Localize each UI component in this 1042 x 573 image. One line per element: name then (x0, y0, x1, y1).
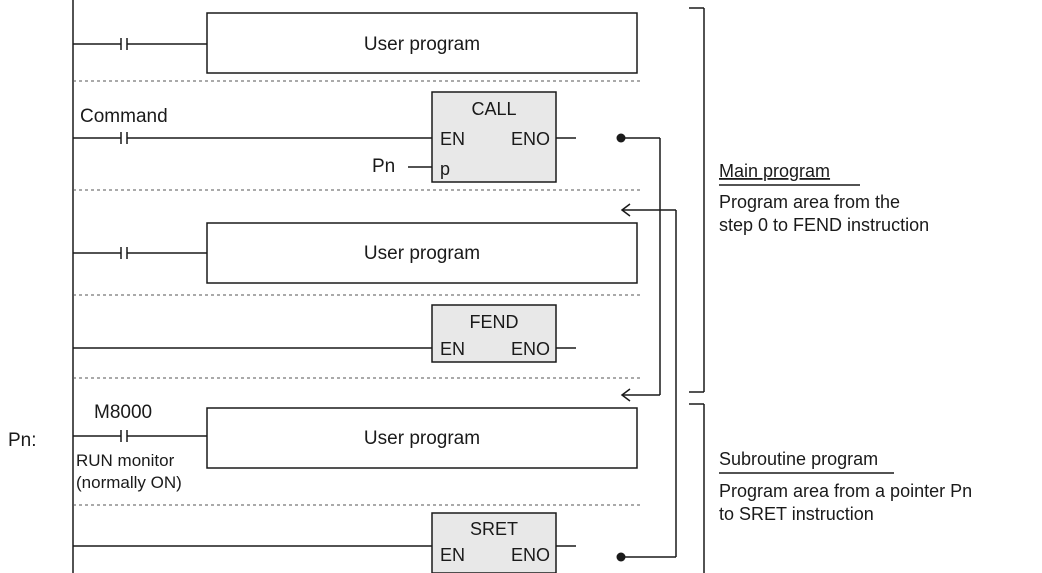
section-separators (73, 80, 640, 506)
call-block-en: EN (440, 129, 465, 149)
normally-open-contact (120, 247, 128, 259)
command-contact-label: Command (80, 106, 168, 127)
normally-open-contact (120, 38, 128, 50)
normally-open-contact (120, 132, 128, 144)
fend-block-eno: ENO (511, 339, 550, 359)
subroutine-pointer-label: Pn: (8, 430, 37, 451)
user-program-box (206, 407, 638, 469)
user-program-label: User program (364, 243, 480, 264)
return-flow-path (616, 203, 677, 562)
subroutine-program-bracket (689, 403, 705, 573)
sret-instruction-block (431, 512, 557, 573)
arrow-head-left (620, 203, 631, 217)
m8000-contact-label: M8000 (94, 402, 152, 423)
rung-6: SRET EN ENO (73, 512, 576, 573)
main-program-bracket (689, 7, 705, 393)
rung-1: User program (73, 12, 638, 74)
main-program-desc-line2: step 0 to FEND instruction (719, 215, 929, 235)
fend-instruction-block (431, 304, 557, 363)
rung-3: User program (73, 222, 638, 284)
call-instruction-block (431, 91, 557, 183)
normally-on-note: (normally ON) (76, 473, 182, 492)
call-block-param: p (440, 159, 450, 179)
user-program-box (206, 12, 638, 74)
subroutine-program-desc-line1: Program area from a pointer Pn (719, 481, 972, 501)
fend-block-name: FEND (470, 312, 519, 332)
arrow-head-left (620, 388, 631, 402)
user-program-label: User program (364, 428, 480, 449)
user-program-label: User program (364, 34, 480, 55)
pointer-pn-label: Pn (372, 156, 395, 177)
subroutine-program-title: Subroutine program (719, 449, 878, 469)
normally-open-contact (120, 430, 128, 442)
sret-block-eno: ENO (511, 545, 550, 565)
run-monitor-note: RUN monitor (76, 451, 175, 470)
main-program-title: Main program (719, 161, 830, 181)
subroutine-program-desc-line2: to SRET instruction (719, 504, 874, 524)
main-program-desc-line1: Program area from the (719, 192, 900, 212)
call-block-eno: ENO (511, 129, 550, 149)
sret-block-en: EN (440, 545, 465, 565)
call-flow-path (616, 133, 661, 402)
sret-block-name: SRET (470, 519, 518, 539)
call-block-name: CALL (471, 99, 516, 119)
fend-block-en: EN (440, 339, 465, 359)
user-program-box (206, 222, 638, 284)
rung-5: Pn: M8000 User program RUN monitor (norm… (8, 402, 638, 492)
rung-4: FEND EN ENO (73, 304, 576, 363)
rung-2: Command CALL EN ENO p Pn (73, 91, 576, 183)
